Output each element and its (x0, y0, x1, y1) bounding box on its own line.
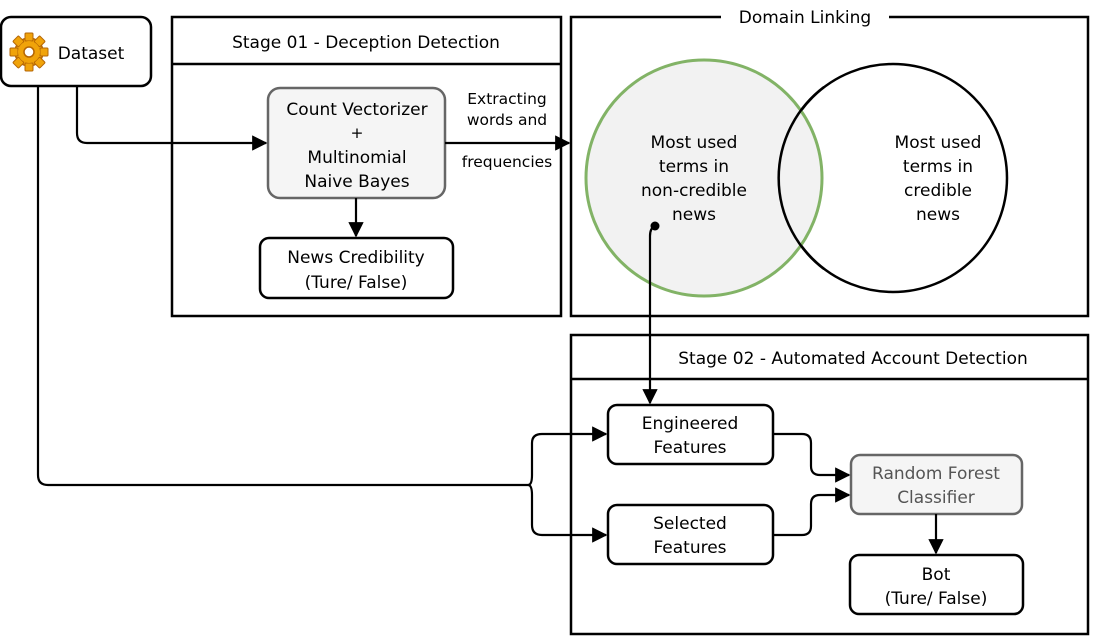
vectorizer-line-4: Naive Bayes (304, 172, 409, 192)
domain-linking-title: Domain Linking (739, 8, 871, 28)
gear-icon (9, 32, 49, 72)
dataset-to-features-line (36, 86, 528, 487)
branch-to-selected-arrow (527, 483, 608, 543)
extract-line-2: words and (467, 111, 547, 129)
engineered-line-1: Engineered (642, 414, 739, 434)
extract-label: Extracting words and frequencies (462, 90, 553, 171)
non-credible-line-4: news (672, 205, 716, 225)
vectorizer-node[interactable]: Count Vectorizer + Multinomial Naive Bay… (266, 86, 447, 200)
venn-diagram (584, 58, 1009, 298)
bot-line-2: (Ture/ False) (885, 589, 988, 609)
non-credible-line-3: non-credible (641, 181, 747, 201)
stage01-frame: Stage 01 - Deception Detection (170, 15, 563, 318)
classifier-line-1: Random Forest (872, 464, 1000, 484)
extract-line-3: frequencies (462, 153, 553, 171)
connectors (36, 86, 944, 555)
selected-line-1: Selected (653, 514, 727, 534)
non-credible-line-2: terms in (659, 157, 729, 177)
vectorizer-line-1: Count Vectorizer (286, 100, 427, 120)
credibility-line-2: (Ture/ False) (305, 273, 408, 293)
bot-line-1: Bot (922, 565, 951, 585)
selected-to-classifier-arrow (773, 487, 851, 537)
extract-line-1: Extracting (467, 90, 546, 108)
dataset-label: Dataset (58, 44, 125, 64)
credible-line-2: terms in (903, 157, 973, 177)
classifier-line-2: Classifier (897, 488, 975, 508)
engineered-features-node[interactable]: Engineered Features (606, 403, 775, 466)
stage01-title: Stage 01 - Deception Detection (232, 33, 500, 53)
selected-line-2: Features (653, 538, 726, 558)
engineered-line-2: Features (653, 438, 726, 458)
stage02-title: Stage 02 - Automated Account Detection (678, 349, 1028, 369)
dataset-node[interactable]: Dataset (0, 15, 153, 88)
engineered-to-classifier-arrow (773, 432, 851, 483)
credibility-node[interactable]: News Credibility (Ture/ False) (258, 236, 455, 300)
vectorizer-line-2: + (351, 124, 364, 142)
credible-label: Most used terms in credible news (895, 133, 982, 225)
domain-to-engineered-arrow (642, 224, 658, 405)
stage02-frame: Stage 02 - Automated Account Detection (569, 333, 1090, 636)
credible-line-4: news (916, 205, 960, 225)
non-credible-label: Most used terms in non-credible news (641, 133, 747, 225)
vectorizer-line-3: Multinomial (307, 148, 406, 168)
domain-linking-frame: Domain Linking (569, 8, 1090, 318)
credibility-line-1: News Credibility (287, 248, 425, 268)
bot-node[interactable]: Bot (Ture/ False) (848, 553, 1025, 616)
non-credible-line-1: Most used (651, 133, 738, 153)
dataset-to-vectorizer-arrow (75, 86, 268, 151)
non-credible-circle (584, 58, 824, 298)
credible-line-3: credible (904, 181, 972, 201)
selected-features-node[interactable]: Selected Features (606, 503, 775, 566)
classifier-node[interactable]: Random Forest Classifier (849, 453, 1024, 516)
credible-line-1: Most used (895, 133, 982, 153)
branch-to-engineered-arrow (527, 426, 608, 487)
